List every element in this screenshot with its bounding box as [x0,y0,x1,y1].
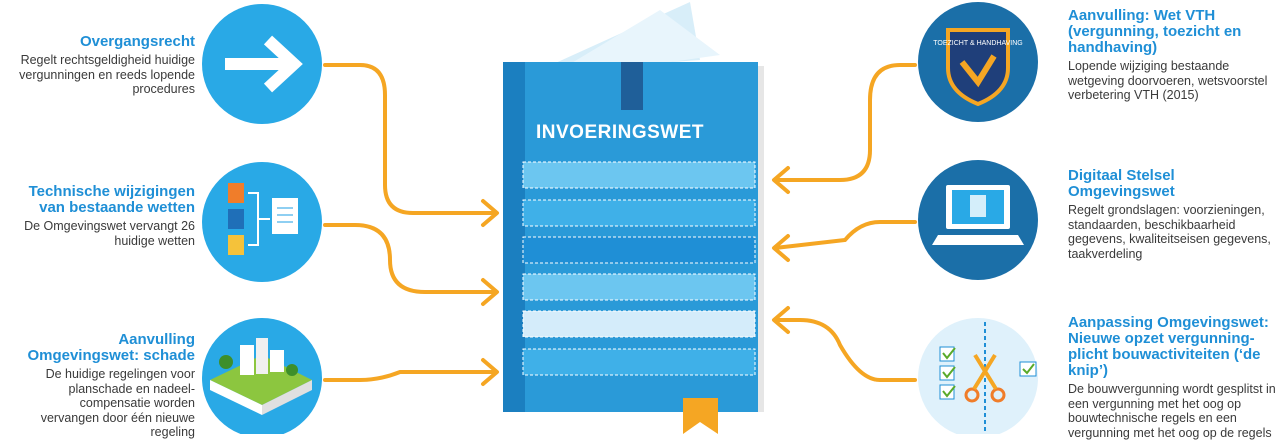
bookmark-tab [621,62,643,110]
block-title: Aanvulling Omgevingswet: schade [27,331,195,364]
block-desc: De bouwvergunning wordt gesplitst in een… [1068,382,1276,440]
block-title: Digitaal Stelsel Omgevingswet [1068,167,1175,200]
arrowhead-left-2 [481,278,499,306]
block-wet-vth: Aanvulling: Wet VTH (vergunning, toezich… [1068,8,1273,103]
shield-badge-icon: TOEZICHT & HANDHAVING [918,2,1038,122]
block-de-knip: Aanpassing Omgevingswet: Nieuwe opzet ve… [1068,315,1278,440]
city-landscape-icon [202,318,322,434]
block-desc: De huidige regelingen voor planschade en… [40,367,195,439]
block-desc: Lopende wijziging bestaande wetgeving do… [1068,59,1268,102]
arrowhead-right-2 [772,234,790,262]
arrowhead-right-3 [772,306,790,334]
book-line [522,161,756,189]
block-title: Technische wijzigingen van bestaande wet… [28,183,195,216]
laptop-icon [918,160,1038,280]
badge-text: TOEZICHT & HANDHAVING [933,40,1022,47]
book-title: INVOERINGSWET [536,122,705,143]
book-line [522,199,756,227]
book-line [522,310,756,338]
block-title: Aanvulling: Wet VTH (vergunning, toezich… [1068,7,1242,56]
arrowhead-right-1 [772,166,790,194]
arrow-right-2 [773,220,917,250]
block-title: Overgangsrecht [79,33,195,50]
book-line [522,236,756,264]
arrow-left-3 [323,370,497,382]
arrow-left-2 [323,223,497,294]
block-technische-wijzigingen: Technische wijzigingen van bestaande wet… [10,184,195,248]
documents-icon [202,162,322,282]
block-aanvulling-schade: Aanvulling Omgevingswet: schade De huidi… [20,332,195,440]
book-page-edge [758,66,764,412]
block-digitaal-stelsel: Digitaal Stelsel Omgevingswet Regelt gro… [1068,168,1278,261]
book-lines [522,161,756,376]
block-desc: Regelt rechtsgeldigheid huidige vergunni… [19,53,195,96]
scissors-checklist-icon [918,318,1038,434]
arrow-left-1 [323,63,497,215]
book [503,62,764,434]
block-desc: De Omgevingswet vervangt 26 huidige wett… [24,219,195,248]
arrows [323,63,917,382]
arrowhead-left-1 [481,199,499,227]
arrow-right-icon [202,4,322,124]
block-desc: Regelt grondslagen: voorzieningen, stand… [1068,203,1271,261]
block-overgangsrecht: Overgangsrecht Regelt rechtsgeldigheid h… [15,34,195,97]
arrow-right-3 [773,318,917,382]
arrow-right-1 [773,63,917,182]
book-spine [503,62,525,412]
book-line [522,273,756,301]
bookmark-ribbon [683,398,718,434]
block-title: Aanpassing Omgevingswet: Nieuwe opzet ve… [1068,314,1269,379]
book-pages [540,2,720,72]
arrowhead-left-3 [481,358,499,386]
book-line [522,348,756,376]
